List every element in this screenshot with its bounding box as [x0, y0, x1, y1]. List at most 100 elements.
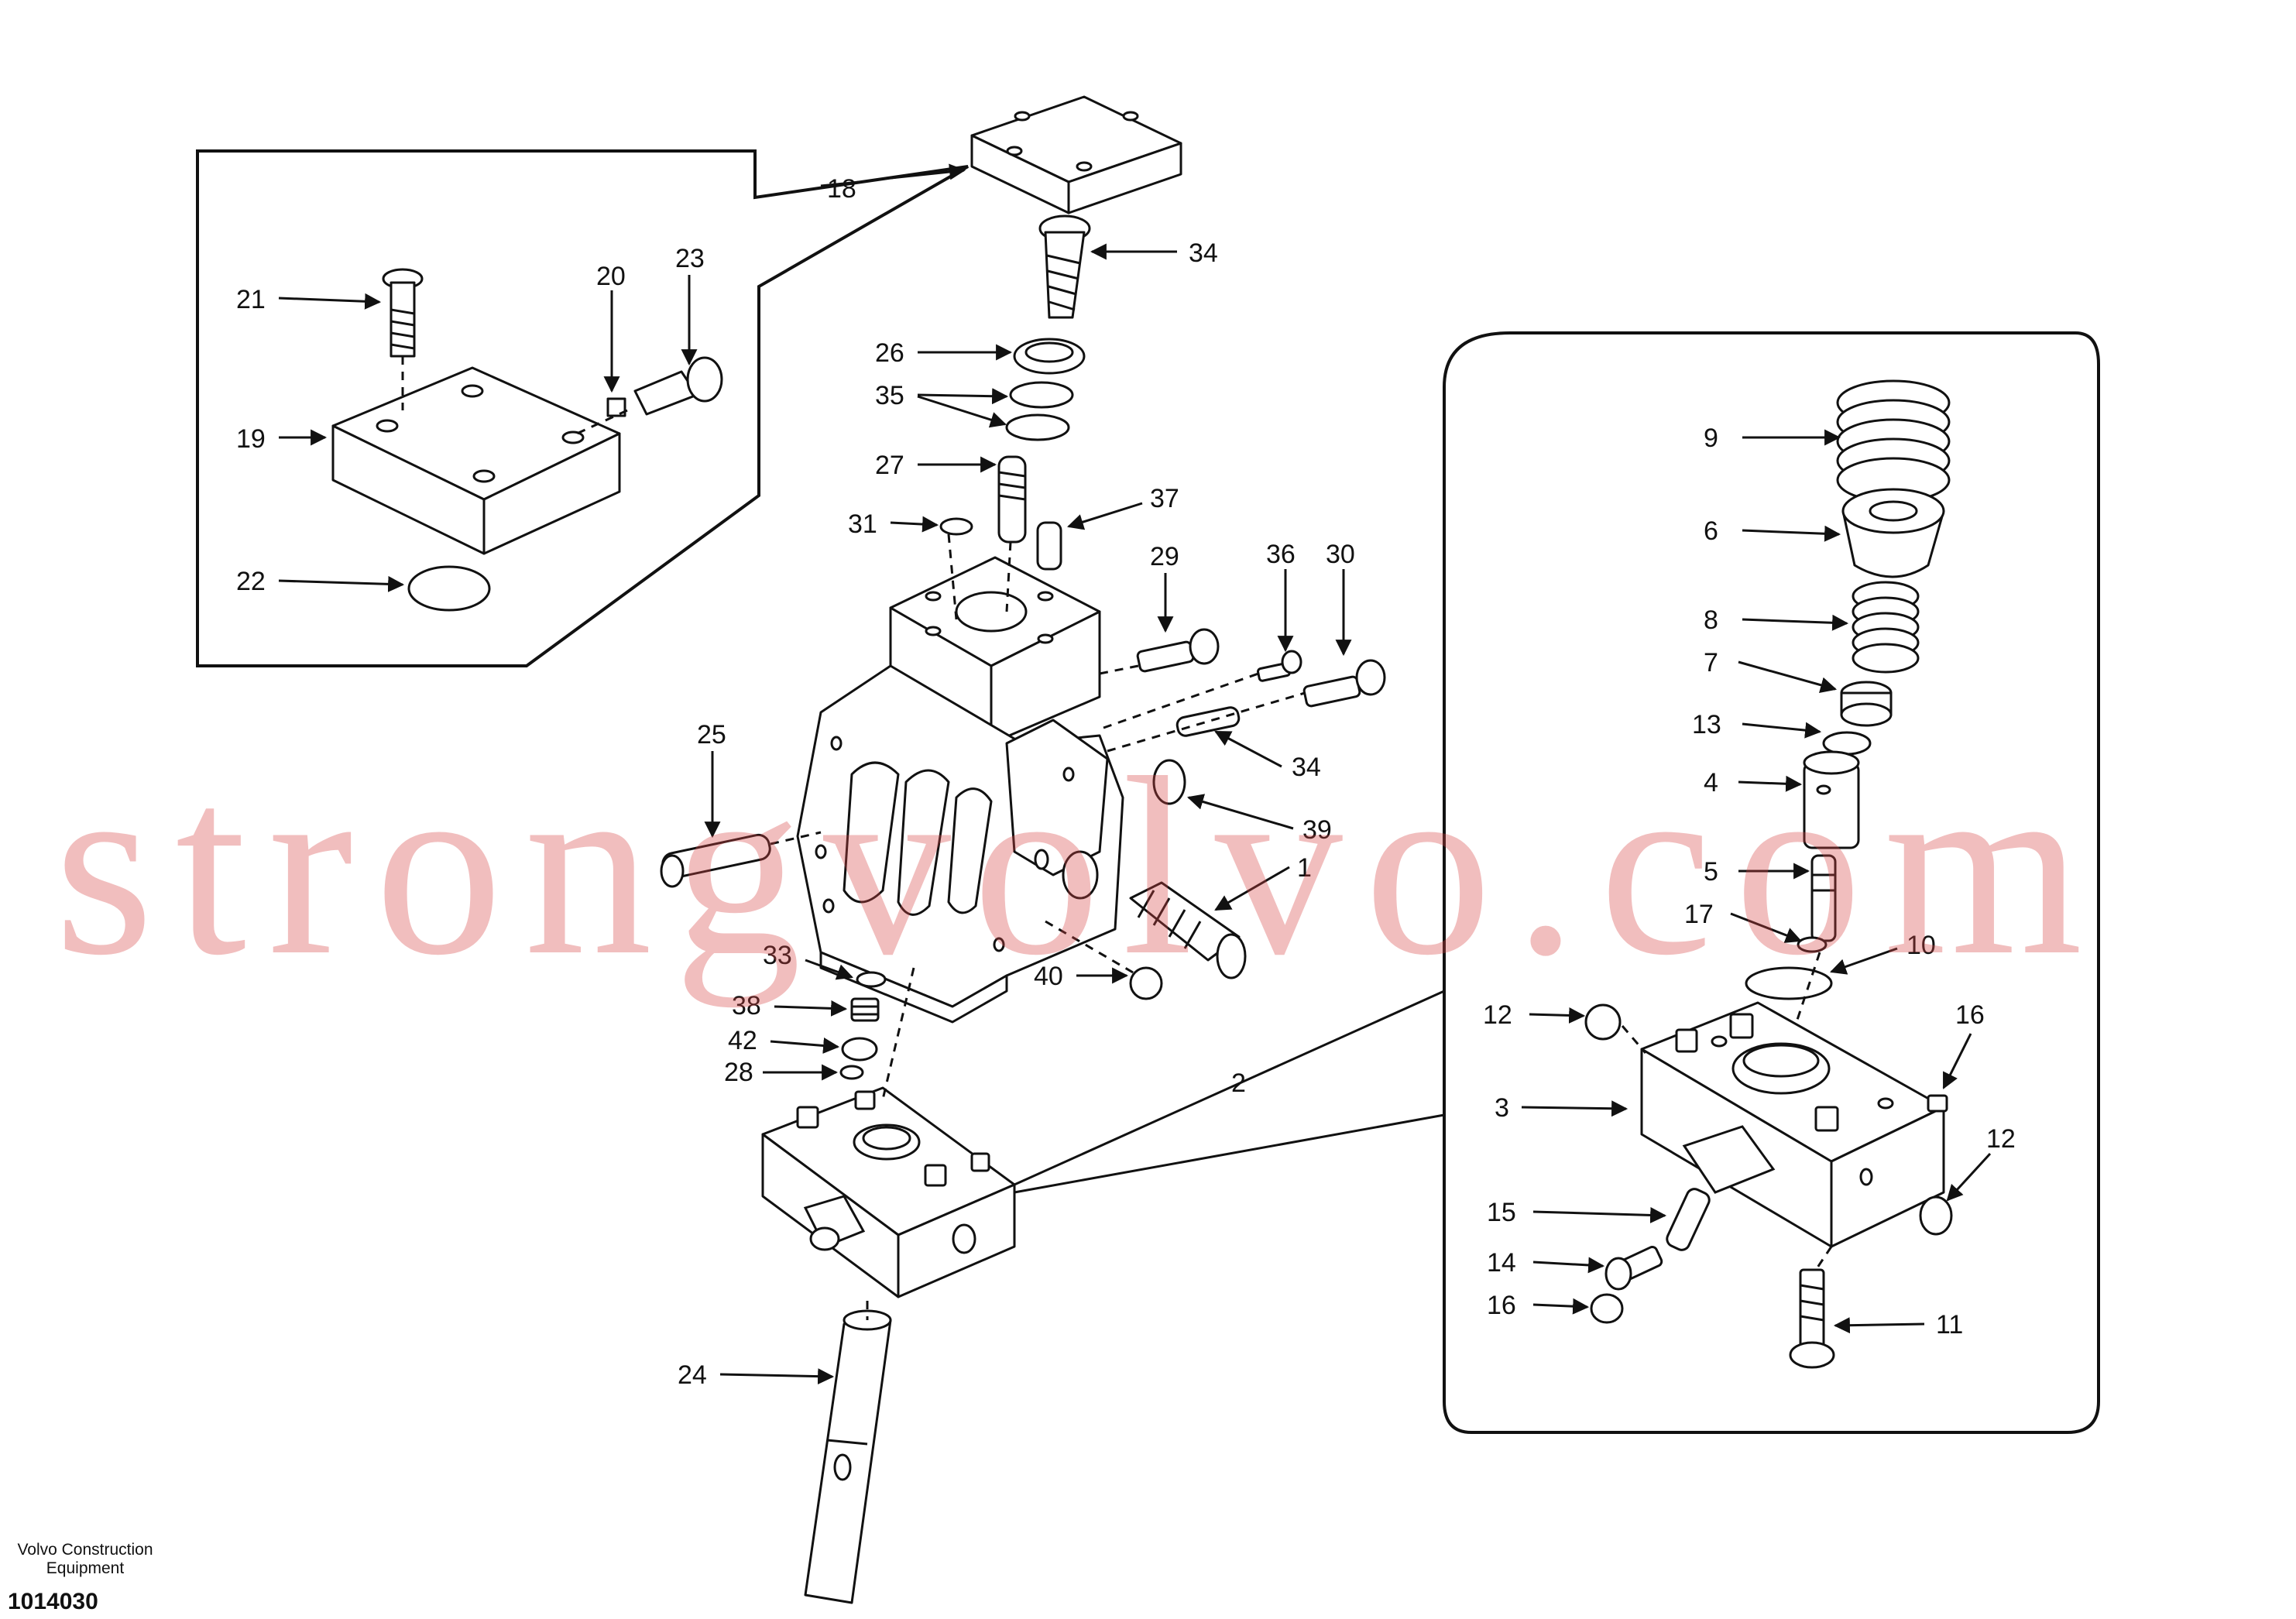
- seat-7: [1840, 681, 1893, 727]
- leader-1: [1214, 866, 1290, 911]
- callout-22: 21: [236, 285, 266, 314]
- leader-12a: [1529, 1007, 1586, 1024]
- callout-42: 42: [728, 1026, 757, 1055]
- o-ring-35a: [1009, 381, 1074, 409]
- detail-frame-right: [1443, 331, 2100, 1434]
- bolt-11: [1789, 1268, 1835, 1369]
- callout-12a: 12: [1483, 1000, 1512, 1030]
- callout-37: 36: [1266, 540, 1296, 569]
- leader-22: [278, 293, 382, 310]
- bolt-34: [1038, 214, 1091, 319]
- drawing-number: 1014030: [8, 1589, 98, 1614]
- spring-8: [1852, 581, 1920, 674]
- leader-8: [1742, 614, 1849, 631]
- spring-9: [1836, 379, 1951, 503]
- pump-housing: [796, 556, 1124, 1024]
- leader-13: [1742, 722, 1822, 739]
- leader-32: [890, 516, 939, 533]
- callout-18: 17: [1684, 900, 1714, 929]
- sleeve-4: [1803, 750, 1860, 849]
- callout-26: 25: [697, 720, 726, 749]
- callout-8: 8: [1704, 605, 1718, 635]
- o-ring-10: [1745, 966, 1833, 1000]
- spring-seat-6: [1841, 488, 1945, 578]
- fitting-14: [1604, 1246, 1663, 1291]
- org-name-line2: Equipment: [46, 1559, 125, 1577]
- fitting-24: [576, 356, 723, 435]
- callout-29: 29: [1150, 542, 1179, 571]
- callout-36: 34: [1292, 753, 1321, 782]
- leader-35a: [917, 388, 1009, 405]
- callout-41: 40: [1034, 962, 1063, 991]
- drawing-footer: Volvo Construction Equipment 1014030: [8, 1541, 163, 1615]
- leader-38: [774, 1000, 848, 1017]
- axis-right-stack: [1795, 952, 1821, 1023]
- leader-10: [1830, 947, 1898, 975]
- callout-5: 5: [1704, 857, 1718, 887]
- o-ring-32: [939, 517, 973, 536]
- callout-21: 20: [596, 262, 626, 291]
- axis-12a: [1621, 1025, 1647, 1054]
- leader-19: [890, 163, 966, 180]
- plug-38: [850, 997, 880, 1022]
- plug-17: [1927, 1094, 1948, 1113]
- leader-16: [1532, 1298, 1590, 1315]
- callout-34: 34: [1189, 238, 1218, 268]
- org-name-line1: Volvo Construction: [17, 1541, 153, 1559]
- o-ring-18: [1797, 936, 1828, 953]
- plug-12a: [1584, 1003, 1622, 1041]
- leader-11: [1833, 1317, 1925, 1334]
- pin-28: [997, 455, 1027, 544]
- leader-19-start: [820, 180, 860, 187]
- callout-13: 13: [1692, 710, 1721, 739]
- plug-12b: [1919, 1195, 1953, 1236]
- callout-12b: 12: [1986, 1124, 2016, 1154]
- shaft-25: [804, 1309, 892, 1604]
- bolt-30: [1302, 659, 1386, 708]
- pin-39: [1036, 521, 1062, 571]
- callout-2: 2: [1231, 1068, 1246, 1098]
- bolt-37: [1257, 650, 1302, 682]
- callout-39: 37: [1150, 484, 1179, 513]
- callout-1: 1: [1297, 853, 1312, 883]
- detail-frame-left: [196, 149, 969, 667]
- callout-24: 23: [675, 244, 705, 273]
- callout-33: 33: [763, 941, 792, 970]
- leader-15: [1532, 1206, 1667, 1223]
- bolt-29: [1136, 628, 1220, 673]
- callout-32: 31: [848, 509, 877, 539]
- leader-25: [719, 1368, 835, 1385]
- axis-center-lower: [881, 967, 915, 1100]
- leader-7: [1738, 660, 1838, 694]
- axis-41: [1045, 920, 1139, 977]
- axis-pin-28: [1005, 541, 1012, 612]
- control-block-2: [761, 1086, 1016, 1298]
- leader-4: [1738, 775, 1803, 792]
- callout-35: 35: [875, 381, 904, 410]
- pin-15: [1666, 1188, 1711, 1251]
- callout-6: 6: [1704, 516, 1718, 546]
- plug-16: [1590, 1293, 1624, 1324]
- leader-6: [1742, 525, 1841, 542]
- leader-12b: [1946, 1152, 1992, 1202]
- leader-14: [1532, 1257, 1605, 1274]
- callout-20: 19: [236, 424, 266, 454]
- callout-9: 9: [1704, 424, 1718, 453]
- callout-40: 39: [1302, 815, 1332, 845]
- o-ring-31: [839, 1065, 864, 1080]
- callout-17: 16: [1955, 1000, 1985, 1030]
- detail-link-upper: [1014, 990, 1445, 1186]
- callout-15: 15: [1487, 1198, 1516, 1227]
- plug-42: [841, 1037, 878, 1062]
- callout-28: 27: [875, 451, 904, 480]
- callout-14: 14: [1487, 1248, 1516, 1278]
- callout-7: 7: [1704, 648, 1718, 677]
- plate-20: [331, 366, 621, 555]
- axis-30: [1107, 691, 1306, 753]
- leader-42: [770, 1038, 840, 1054]
- leader-33: [805, 959, 853, 980]
- callout-16: 16: [1487, 1291, 1516, 1320]
- watermark-text: strongvolvo.com: [54, 725, 2105, 1008]
